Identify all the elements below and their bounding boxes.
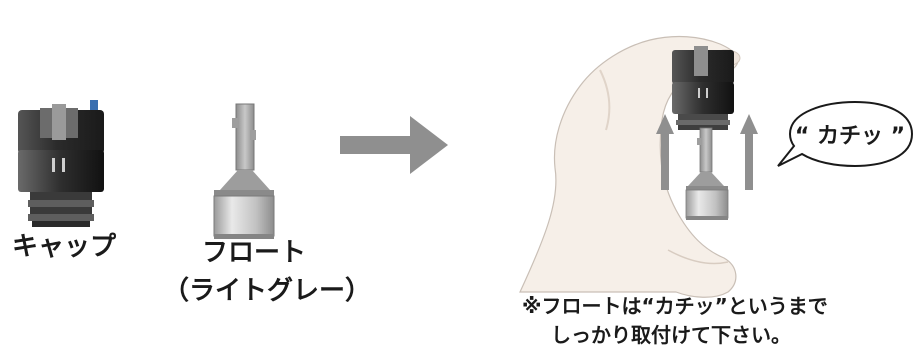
float-label: フロート [202, 238, 307, 268]
held-float-illustration [685, 127, 729, 220]
sound-text: “ カチッ ” [794, 124, 906, 149]
cap-illustration [18, 100, 104, 227]
instruction-note-line2: しっかり取付けて下さい。 [551, 323, 791, 347]
sound-bubble [777, 100, 913, 168]
cap-label: キャップ [12, 232, 117, 262]
up-arrow-right-icon [740, 114, 758, 190]
float-illustration [213, 103, 275, 239]
instruction-note-line1: ※フロートは“カチッ”というまで [522, 294, 828, 318]
up-arrow-left-icon [656, 114, 674, 190]
held-cap-illustration [672, 46, 734, 130]
float-color-label: （ライトグレー） [163, 276, 372, 306]
right-arrow-icon [340, 116, 448, 174]
accent-blue [90, 100, 98, 110]
